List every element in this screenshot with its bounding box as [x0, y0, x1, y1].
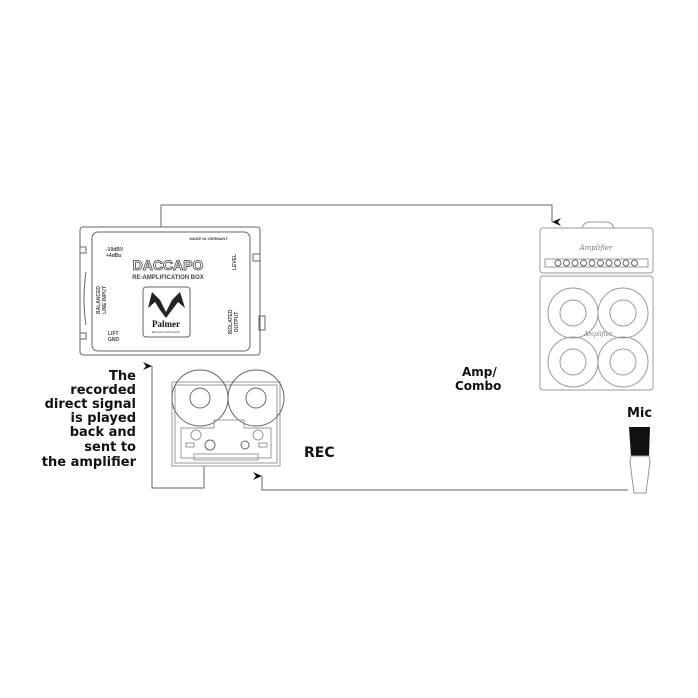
amp-knob-icon [563, 259, 570, 267]
input-label-2: LINE INPUT [102, 286, 108, 314]
amp-knob-icon [622, 259, 630, 267]
amp-knob-icon [588, 259, 596, 267]
made-in-label: MADE IN GERMANY [190, 236, 229, 241]
note-line-1: The [109, 369, 136, 384]
microphone-icon [629, 427, 651, 494]
output-label-2: OUTPUT [234, 312, 240, 333]
amp-knob-icon [631, 259, 638, 267]
mic-label: Mic [627, 406, 652, 421]
note-line-5: back and [70, 425, 136, 440]
amp-knob-icon [597, 259, 604, 267]
ground-label: GND [108, 337, 120, 343]
cable-tape-to-di [143, 362, 205, 489]
amp-knob-icon [554, 259, 562, 267]
amp-knob-icon [580, 259, 587, 267]
switch-level-top: -10dBV [106, 247, 124, 253]
amplifier-stack-icon: Amplifier Amplifier [539, 221, 654, 391]
product-subtitle: RE-AMPLIFICATION BOX [132, 275, 204, 281]
cable-mic-to-tape [253, 472, 628, 491]
playback-note: The recorded direct signal is played bac… [42, 369, 137, 470]
level-label: LEVEL [232, 254, 238, 270]
logo-subtext: Musical Instruments [151, 330, 181, 334]
tape-machine-icon [171, 369, 285, 467]
rec-label: REC [304, 445, 335, 461]
palmer-logo: Palmer Musical Instruments [142, 286, 191, 338]
amp-label-2: Combo [455, 379, 501, 393]
note-line-6: sent to [84, 440, 136, 455]
product-name: DACCAPO [133, 257, 204, 273]
amp-knob-icon [605, 259, 613, 267]
cable-di-to-amp [160, 204, 561, 227]
note-line-7: the amplifier [42, 455, 137, 470]
cab-logo: Amplifier [583, 331, 613, 338]
amp-label-1: Amp/ [462, 365, 497, 379]
daccapo-reamp-box: MADE IN GERMANY -10dBV +4dBu DACCAPO RE-… [79, 226, 266, 356]
note-line-3: direct signal [45, 397, 136, 412]
amp-head-logo: Amplifier [579, 244, 613, 252]
amp-knob-icon [614, 259, 621, 267]
note-line-2: recorded [70, 383, 136, 398]
ground-lift-label: LIFT [108, 331, 119, 337]
switch-level-bottom: +4dBu [106, 253, 121, 259]
input-label-1: BALANCED [96, 286, 102, 314]
amp-knob-icon [571, 259, 579, 267]
output-label-1: ISOLATED [228, 309, 234, 334]
note-line-4: is played [71, 411, 136, 426]
logo-text: Palmer [152, 319, 180, 329]
